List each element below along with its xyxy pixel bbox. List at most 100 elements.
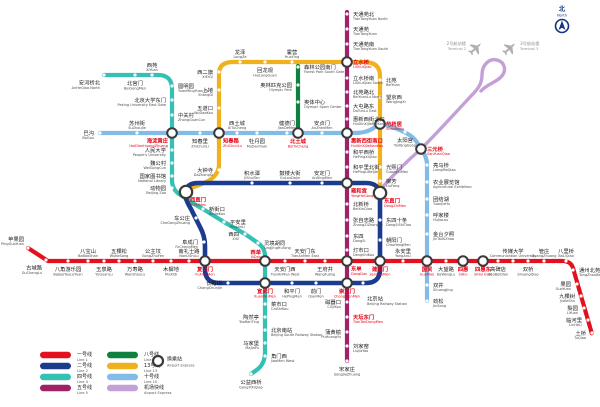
station-name-en: Beijing South Railway Station bbox=[271, 333, 322, 337]
station-name-en: XiSi bbox=[232, 237, 239, 241]
station-marker bbox=[571, 268, 575, 272]
station-name-en: JianDeMen bbox=[277, 126, 297, 130]
station-name-zh: 望京西 bbox=[386, 93, 402, 101]
station-name-en: XiZhiMen bbox=[190, 203, 206, 207]
station-name-en: XinJieKou bbox=[209, 212, 225, 216]
station-marker bbox=[345, 90, 349, 94]
station-name-en: DongSi bbox=[353, 239, 365, 243]
station-name-zh: 八宝山 bbox=[80, 247, 96, 255]
legend-line-zh: 一号线 bbox=[77, 351, 92, 358]
station-name-en: HaiDianHuangZhuang bbox=[129, 144, 168, 148]
station-name-zh: 八里桥 bbox=[558, 247, 575, 255]
station-marker bbox=[345, 104, 349, 108]
station-marker bbox=[425, 213, 429, 217]
station-name-zh: 芍药居 bbox=[386, 120, 403, 128]
station-name-en: HuoYing bbox=[285, 55, 299, 59]
station-marker bbox=[44, 258, 48, 262]
transfer-station-marker bbox=[341, 56, 353, 68]
station-name-zh: 宣武门 bbox=[257, 287, 273, 295]
station-name-zh: 国家图书馆 bbox=[140, 172, 167, 180]
legend-line-en: Line 1 bbox=[77, 358, 88, 362]
station-marker bbox=[290, 60, 294, 64]
station-marker bbox=[564, 259, 568, 263]
station-name-zh: 长椿街 bbox=[206, 279, 223, 287]
transfer-station-marker bbox=[477, 255, 489, 267]
station-name-zh: 西土城 bbox=[229, 119, 246, 127]
station-name-zh: 苹果园 bbox=[8, 235, 24, 243]
station-marker bbox=[378, 218, 382, 222]
station-marker bbox=[26, 246, 30, 250]
station-name-en: DongDan bbox=[351, 272, 367, 276]
station-name-zh: 国贸 bbox=[422, 265, 433, 273]
station-name-zh: 奥体中心 bbox=[304, 98, 326, 106]
station-name-zh: 知春路 bbox=[223, 136, 240, 144]
station-name-en: ShaoYaoJu bbox=[386, 127, 404, 131]
station-name-zh: 永安里 bbox=[395, 247, 412, 255]
station-name-zh: 玉泉路 bbox=[96, 265, 113, 273]
station-name-zh: 东直门 bbox=[384, 196, 400, 204]
station-name-en: ChangChunJie bbox=[197, 286, 222, 290]
station-name-en: LiuFang bbox=[386, 184, 399, 188]
station-name-en: ChongWenMen bbox=[334, 295, 360, 299]
station-name-en: MaJiaPu bbox=[245, 346, 259, 350]
station-name-zh: 天通苑北 bbox=[353, 10, 375, 18]
station-marker bbox=[345, 218, 349, 222]
station-name-zh: 霍营 bbox=[287, 48, 298, 56]
station-name-en: SiHui bbox=[458, 273, 467, 277]
station-marker bbox=[288, 181, 292, 185]
legend-transfer-icon bbox=[151, 354, 165, 368]
station-name-en: LinHeLi bbox=[569, 323, 582, 327]
station-name-zh: 灵境胡同 bbox=[264, 239, 285, 247]
station-marker bbox=[66, 259, 70, 263]
station-name-zh: 天坛东门 bbox=[353, 313, 374, 321]
legend-line-en: Line 5 bbox=[77, 391, 88, 395]
station-name-zh: 西二旗 bbox=[197, 68, 214, 76]
station-marker bbox=[263, 302, 267, 306]
station-name-en: WangJingXi bbox=[386, 100, 406, 104]
station-name-zh: 龙泽 bbox=[235, 48, 246, 56]
station-name-zh: 管庄 bbox=[539, 247, 550, 255]
north-label-en: North bbox=[557, 14, 567, 18]
station-marker bbox=[255, 131, 259, 135]
station-name-en: YongHeGong bbox=[351, 194, 373, 198]
station-name-zh: 安河桥北 bbox=[79, 78, 101, 86]
transfer-station-marker bbox=[374, 118, 386, 130]
station-name-zh: 雍和宫 bbox=[351, 186, 367, 194]
station-name-zh: 西单 bbox=[250, 248, 261, 256]
station-marker bbox=[542, 259, 546, 263]
station-name-en: DaTunLu East bbox=[353, 109, 377, 113]
station-marker bbox=[586, 318, 590, 322]
station-name-zh: 东单 bbox=[351, 264, 362, 272]
station-marker bbox=[256, 241, 260, 245]
legend-line-zh: 十号线 bbox=[144, 373, 159, 380]
station-name-zh: 八角游乐园 bbox=[55, 265, 82, 273]
station-marker bbox=[133, 259, 137, 263]
station-name-zh: 积水潭 bbox=[244, 169, 261, 177]
station-name-en: GuangXiMen bbox=[386, 170, 408, 174]
legend-transfer-en: Airport Express bbox=[167, 364, 195, 368]
station-name-en: HuiLongGuan bbox=[253, 74, 277, 78]
legend-swatch bbox=[40, 384, 71, 392]
station-name-zh: 公益西桥 bbox=[240, 378, 262, 386]
station-name-zh: 柳芳 bbox=[386, 177, 397, 185]
station-name-zh: 鼓楼大街 bbox=[279, 169, 301, 177]
terminal-name-zh: 2号航站楼 bbox=[447, 40, 466, 47]
station-name-zh: 魏公村 bbox=[150, 159, 167, 167]
station-name-en: JinSong bbox=[432, 304, 446, 308]
terminal-name-zh: 3号航站楼 bbox=[520, 40, 539, 47]
station-name-en: DaZhongSi bbox=[194, 173, 213, 177]
station-marker bbox=[217, 106, 221, 110]
station-marker bbox=[579, 294, 583, 298]
station-name-en: TongZhouBeiYuan bbox=[578, 273, 600, 277]
station-name-en: DongSiShiTiao bbox=[386, 223, 411, 227]
station-marker bbox=[320, 181, 324, 185]
station-name-en: ShuangJing bbox=[433, 288, 453, 292]
station-marker bbox=[170, 161, 174, 165]
station-name-zh: 动物园 bbox=[150, 184, 166, 192]
station-name-zh: 北新桥 bbox=[353, 200, 370, 208]
station-name-en: XiTuCheng bbox=[228, 126, 246, 130]
station-marker bbox=[425, 232, 429, 236]
station-marker bbox=[263, 315, 267, 319]
station-marker bbox=[243, 232, 247, 236]
station-marker bbox=[170, 84, 174, 88]
